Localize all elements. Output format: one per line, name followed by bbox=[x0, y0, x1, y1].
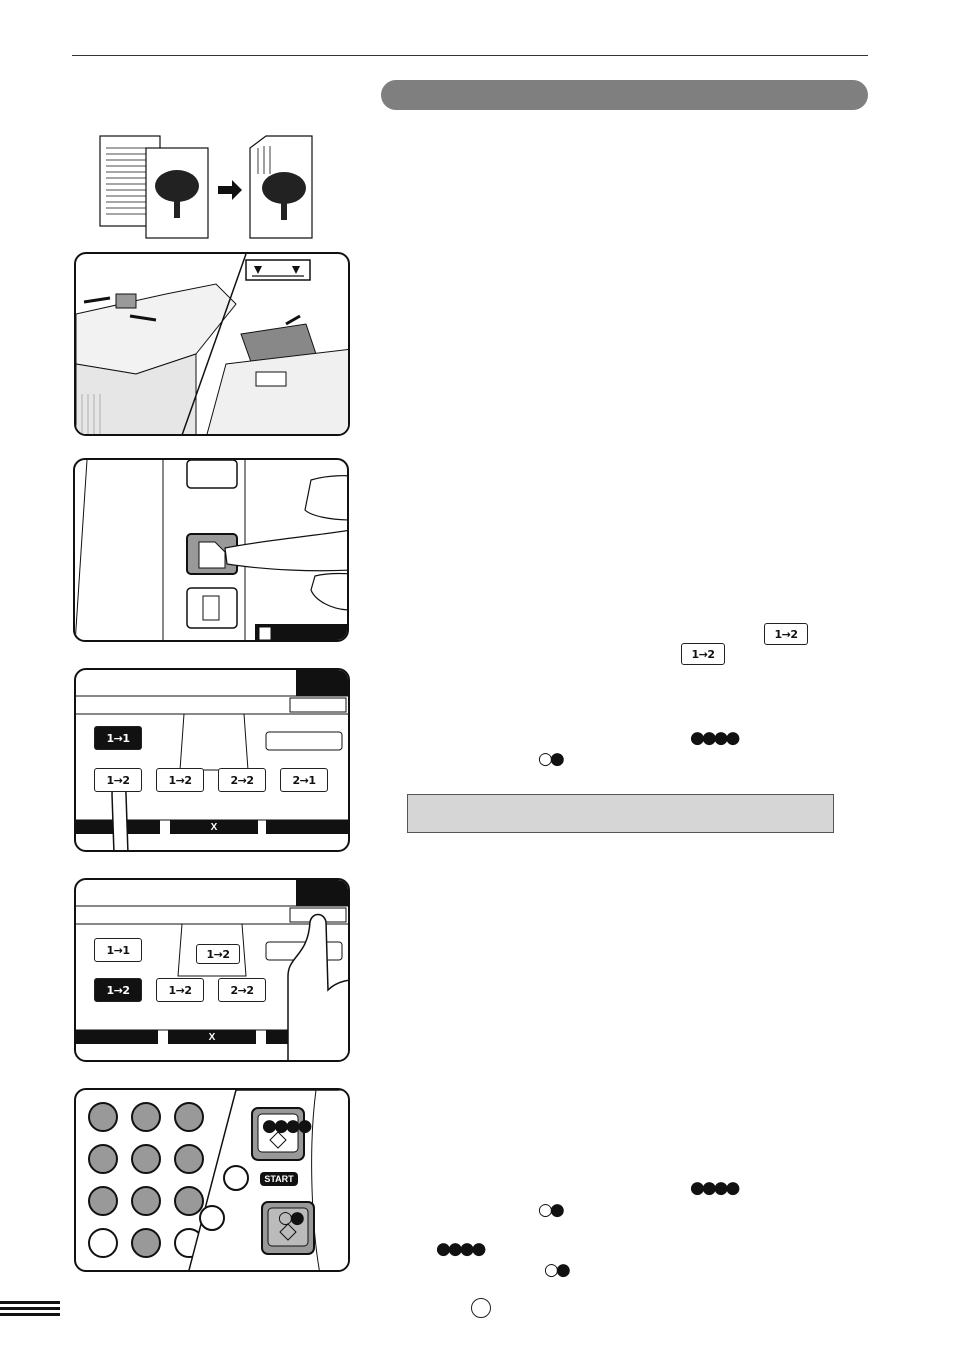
key[interactable] bbox=[88, 1144, 118, 1174]
key[interactable] bbox=[174, 1144, 204, 1174]
bw-indicator-icon: ○● bbox=[544, 1260, 571, 1280]
duplex-diagram bbox=[99, 135, 313, 239]
arrow-right-icon bbox=[218, 180, 242, 200]
key[interactable] bbox=[88, 1102, 118, 1132]
key[interactable] bbox=[131, 1228, 161, 1258]
mode-1-2-button[interactable]: 1→2 bbox=[94, 768, 142, 792]
mode-1-2-alt-button[interactable]: 1→2 bbox=[156, 768, 204, 792]
touch-panel-confirm: 1→1 1→2 1→2 1→2 2→2 X bbox=[74, 878, 350, 1062]
color-indicator-icon: ●●●● bbox=[690, 1178, 740, 1198]
mode-1-2-button[interactable]: 1→2 bbox=[94, 978, 142, 1002]
tree-icon bbox=[155, 170, 199, 218]
bw-indicator-icon: ○● bbox=[538, 1200, 565, 1220]
page-circle-mark bbox=[471, 1298, 491, 1318]
key[interactable] bbox=[131, 1186, 161, 1216]
bw-indicator-icon: ○● bbox=[538, 749, 565, 769]
color-indicator-icon: ●●●● bbox=[436, 1239, 486, 1259]
color-indicator-icon: ●●●● bbox=[262, 1116, 312, 1136]
mode-1-2-alt-button[interactable]: 1→2 bbox=[156, 978, 204, 1002]
duplex-mode-inline-icon: 1→2 bbox=[764, 623, 808, 645]
start-label: START bbox=[264, 1174, 294, 1184]
keypad-illustration: START ●●●● ○● bbox=[74, 1088, 350, 1272]
close-mark[interactable]: X bbox=[170, 820, 258, 834]
mode-2-2-button[interactable]: 2→2 bbox=[218, 978, 266, 1002]
mode-preview: 1→2 bbox=[196, 944, 240, 964]
duplex-key-illustration bbox=[73, 458, 349, 642]
mode-2-1-button[interactable]: 2→1 bbox=[280, 768, 328, 792]
guide-indicator bbox=[245, 259, 311, 281]
mode-2-2-button[interactable]: 2→2 bbox=[218, 768, 266, 792]
duplex-mode-inline-icon: 1→2 bbox=[681, 643, 725, 665]
key[interactable] bbox=[88, 1186, 118, 1216]
corner-bar bbox=[0, 1301, 60, 1304]
key[interactable] bbox=[174, 1102, 204, 1132]
key[interactable] bbox=[131, 1144, 161, 1174]
mode-1-1-button[interactable]: 1→1 bbox=[94, 938, 142, 962]
top-rule bbox=[72, 55, 868, 56]
corner-bar bbox=[0, 1313, 60, 1316]
section-header-bar bbox=[381, 80, 868, 110]
close-mark[interactable]: X bbox=[168, 1030, 256, 1044]
tree-icon bbox=[262, 172, 306, 220]
key[interactable] bbox=[131, 1102, 161, 1132]
mode-1-1-button[interactable]: 1→1 bbox=[94, 726, 142, 750]
color-indicator-icon: ●●●● bbox=[690, 728, 740, 748]
key[interactable] bbox=[174, 1186, 204, 1216]
touch-panel-select: 1→1 1→2 1→2 2→2 2→1 X bbox=[74, 668, 350, 852]
bw-indicator-icon: ○● bbox=[278, 1208, 305, 1228]
note-box bbox=[407, 794, 834, 833]
feeder-illustration bbox=[74, 252, 350, 436]
key[interactable] bbox=[88, 1228, 118, 1258]
corner-bar bbox=[0, 1307, 60, 1310]
